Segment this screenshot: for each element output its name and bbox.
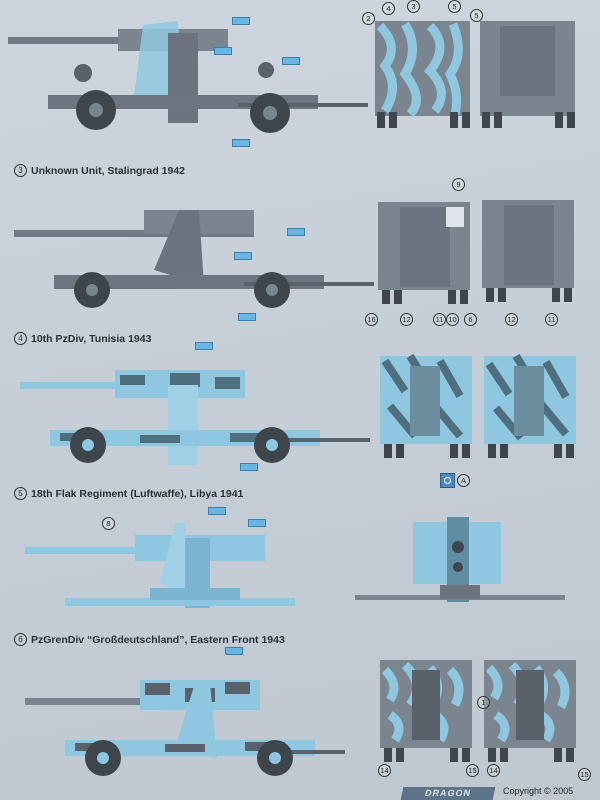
copyright-text: Copyright © 2005 bbox=[503, 786, 574, 796]
marker-tag bbox=[238, 313, 256, 321]
gun-rear-view-top bbox=[480, 21, 575, 128]
gun-front-view-6 bbox=[380, 660, 472, 762]
decal-icon bbox=[440, 473, 455, 488]
callout-number: 15 bbox=[466, 764, 479, 777]
gun-side-view-top bbox=[8, 21, 368, 133]
section-5: 5 18th Flak Regiment (Luftwaffe), Libya 1… bbox=[0, 485, 600, 630]
scheme-title: 10th PzDiv, Tunisia 1943 bbox=[31, 333, 152, 345]
callout-number: 12 bbox=[400, 313, 413, 326]
scheme-caption: 4 10th PzDiv, Tunisia 1943 bbox=[14, 332, 151, 345]
section-4: 4 10th PzDiv, Tunisia 1943 bbox=[0, 330, 600, 488]
gun-front-view-4 bbox=[380, 353, 472, 458]
marker-tag bbox=[240, 463, 258, 471]
marker-tag bbox=[225, 647, 243, 655]
marker-tag bbox=[234, 252, 252, 260]
callout-number: 5 bbox=[470, 9, 483, 22]
marker-tag bbox=[287, 228, 305, 236]
gun-rear-view-3 bbox=[482, 200, 574, 302]
callout-number: 8 bbox=[102, 517, 115, 530]
callout-number: 5 bbox=[448, 0, 461, 13]
callout-number: 1 bbox=[477, 696, 490, 709]
scheme-title: PzGrenDiv “Großdeutschland”, Eastern Fro… bbox=[31, 634, 285, 646]
callout-number: 14 bbox=[487, 764, 500, 777]
brand-logo: DRAGON bbox=[400, 787, 496, 800]
callout-number: 11 bbox=[433, 313, 446, 326]
marker-tag bbox=[232, 139, 250, 147]
scheme-title: Unknown Unit, Stalingrad 1942 bbox=[31, 165, 186, 177]
marker-tag bbox=[282, 57, 300, 65]
callout-number: 12 bbox=[505, 313, 518, 326]
section-3: 3 Unknown Unit, Stalingrad 1942 bbox=[0, 160, 600, 330]
marker-tag bbox=[208, 507, 226, 515]
callout-number: 10 bbox=[446, 313, 459, 326]
scheme-number: 5 bbox=[14, 487, 27, 500]
section-top: 2 4 3 5 5 bbox=[0, 0, 600, 160]
callout-number: 4 bbox=[382, 2, 395, 15]
gun-rear-view-4 bbox=[484, 353, 576, 458]
gun-rear-view-6 bbox=[484, 660, 576, 762]
gun-side-view-6 bbox=[25, 680, 345, 776]
marker-tag bbox=[248, 519, 266, 527]
callout-number: 9 bbox=[452, 178, 465, 191]
gun-side-view-4 bbox=[20, 370, 370, 465]
scheme-title: 18th Flak Regiment (Luftwaffe), Libya 19… bbox=[31, 488, 244, 500]
callout-number: 16 bbox=[365, 313, 378, 326]
scheme-number: 4 bbox=[14, 332, 27, 345]
gun-front-view-top bbox=[375, 21, 470, 128]
callout-number: 2 bbox=[362, 12, 375, 25]
scheme-caption: 5 18th Flak Regiment (Luftwaffe), Libya 1… bbox=[14, 487, 243, 500]
callout-letter: A bbox=[457, 474, 470, 487]
gun-side-view-5 bbox=[25, 523, 295, 608]
marker-tag bbox=[195, 342, 213, 350]
section-6: 6 PzGrenDiv “Großdeutschland”, Eastern Fr… bbox=[0, 630, 600, 790]
gun-side-view-3 bbox=[14, 210, 374, 308]
marker-tag bbox=[214, 47, 232, 55]
callout-number: 6 bbox=[464, 313, 477, 326]
marker-tag bbox=[232, 17, 250, 25]
scheme-caption: 3 Unknown Unit, Stalingrad 1942 bbox=[14, 164, 185, 177]
scheme-caption: 6 PzGrenDiv “Großdeutschland”, Eastern Fr… bbox=[14, 633, 285, 646]
callout-number: 14 bbox=[378, 764, 391, 777]
gun-front-view-5 bbox=[355, 517, 565, 602]
callout-number: 15 bbox=[578, 768, 591, 781]
gun-front-view-3 bbox=[378, 202, 470, 304]
scheme-number: 6 bbox=[14, 633, 27, 646]
callout-number: 3 bbox=[407, 0, 420, 13]
scheme-number: 3 bbox=[14, 164, 27, 177]
callout-number: 11 bbox=[545, 313, 558, 326]
